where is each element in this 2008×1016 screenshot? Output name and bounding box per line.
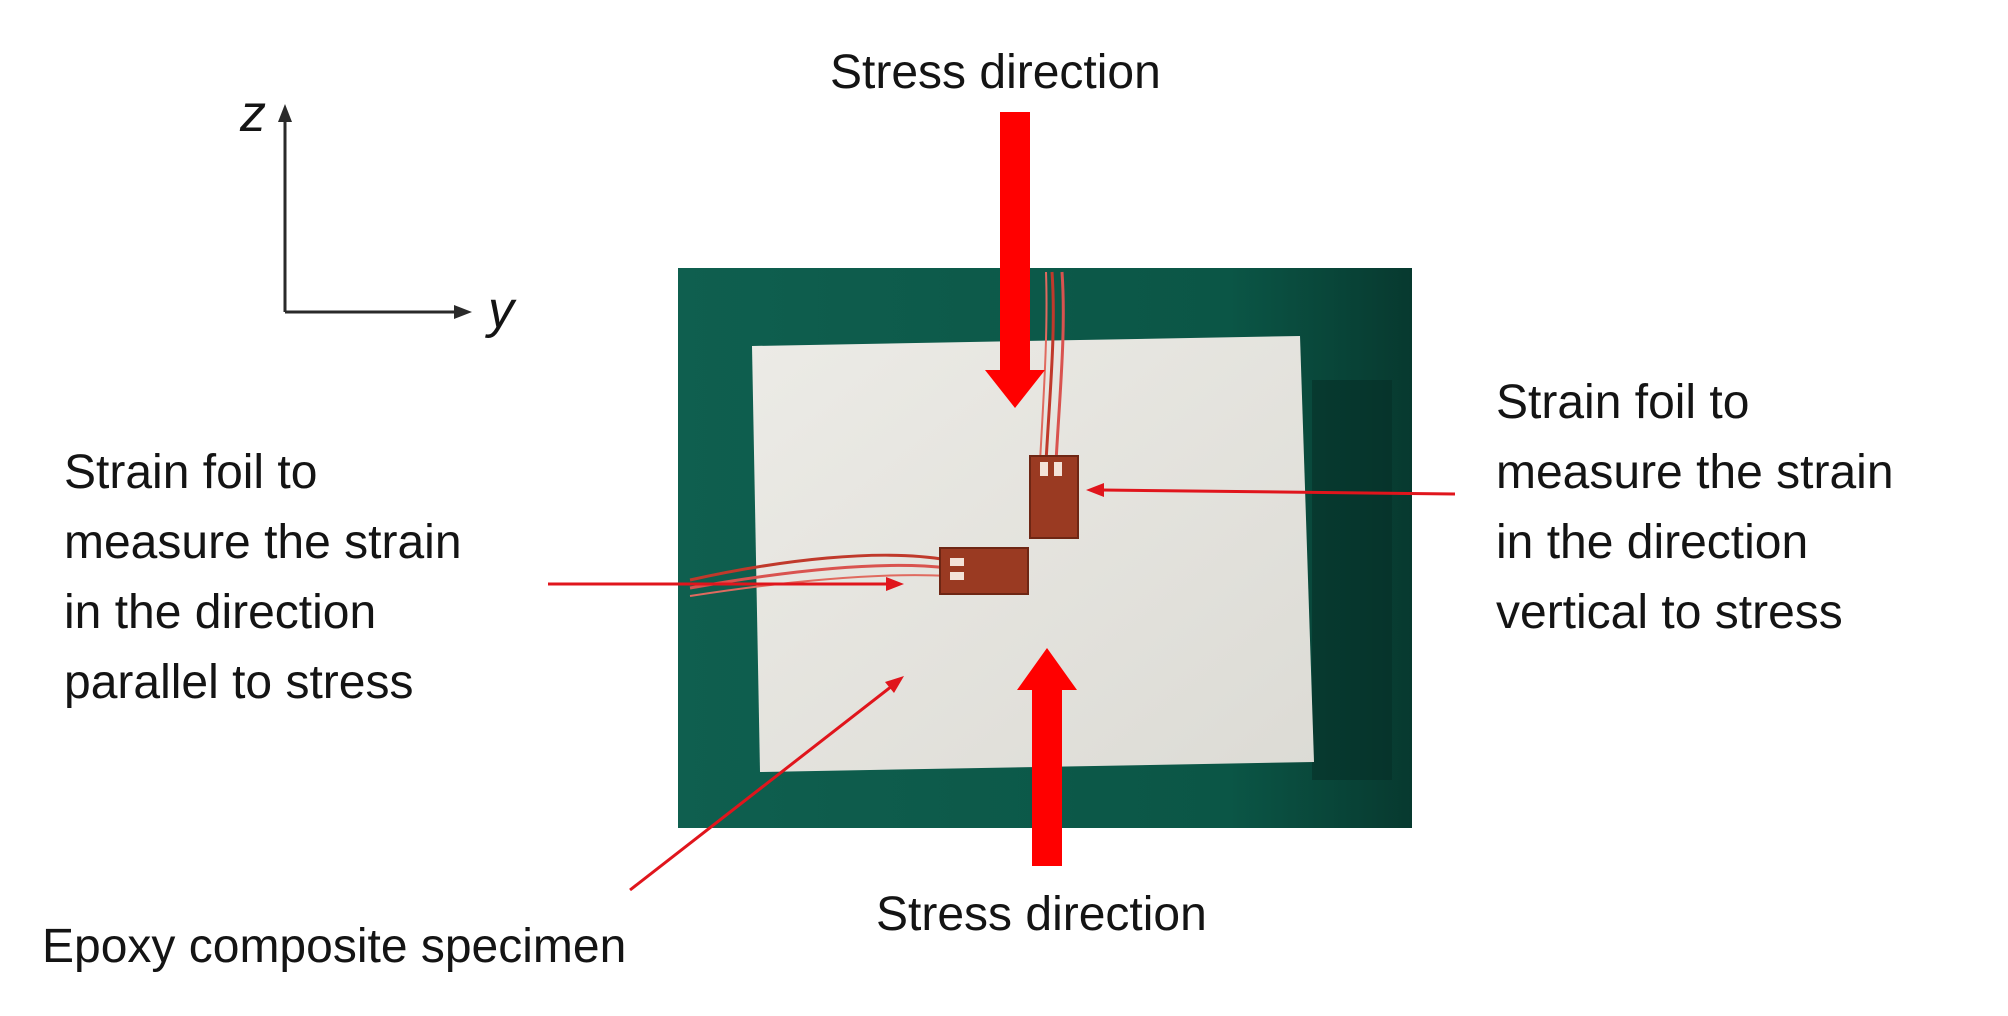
left-strain-foil [939, 547, 1029, 595]
stress-direction-top-label: Stress direction [830, 46, 1161, 99]
axes-indicator [278, 104, 472, 319]
annotation-arrow-left-foil [548, 577, 904, 591]
right-foil-wires [1039, 271, 1065, 463]
y-arrowhead-icon [454, 305, 472, 319]
foil-vertical-line-1: Strain foil to [1496, 376, 1750, 429]
foil-parallel-label: Strain foil to measure the strain in the… [64, 438, 462, 718]
z-axis-label: z [240, 85, 266, 143]
foil-vertical-line-2: measure the strain [1496, 446, 1894, 499]
stress-arrow-top [985, 112, 1045, 408]
foil-parallel-line-2: measure the strain [64, 516, 462, 569]
foil-vertical-line-4: vertical to stress [1496, 586, 1843, 639]
foil-parallel-line-4: parallel to stress [64, 656, 414, 709]
specimen-label: Epoxy composite specimen [42, 920, 627, 973]
epoxy-specimen [752, 336, 1314, 772]
z-arrowhead-icon [278, 104, 292, 122]
left-foil-wires [689, 553, 949, 597]
stress-arrow-bottom [1017, 648, 1077, 866]
annotation-arrow-specimen [629, 676, 904, 892]
foil-parallel-line-1: Strain foil to [64, 446, 318, 499]
right-strain-foil [1029, 455, 1079, 539]
annotation-arrow-right-foil [1086, 483, 1456, 497]
stress-direction-bottom-label: Stress direction [876, 888, 1207, 941]
foil-parallel-line-3: in the direction [64, 586, 377, 639]
foil-vertical-label: Strain foil to measure the strain in the… [1496, 368, 1894, 648]
foil-vertical-line-3: in the direction [1496, 516, 1809, 569]
y-axis-label: y [488, 281, 514, 339]
specimen-shadow [1312, 380, 1392, 780]
